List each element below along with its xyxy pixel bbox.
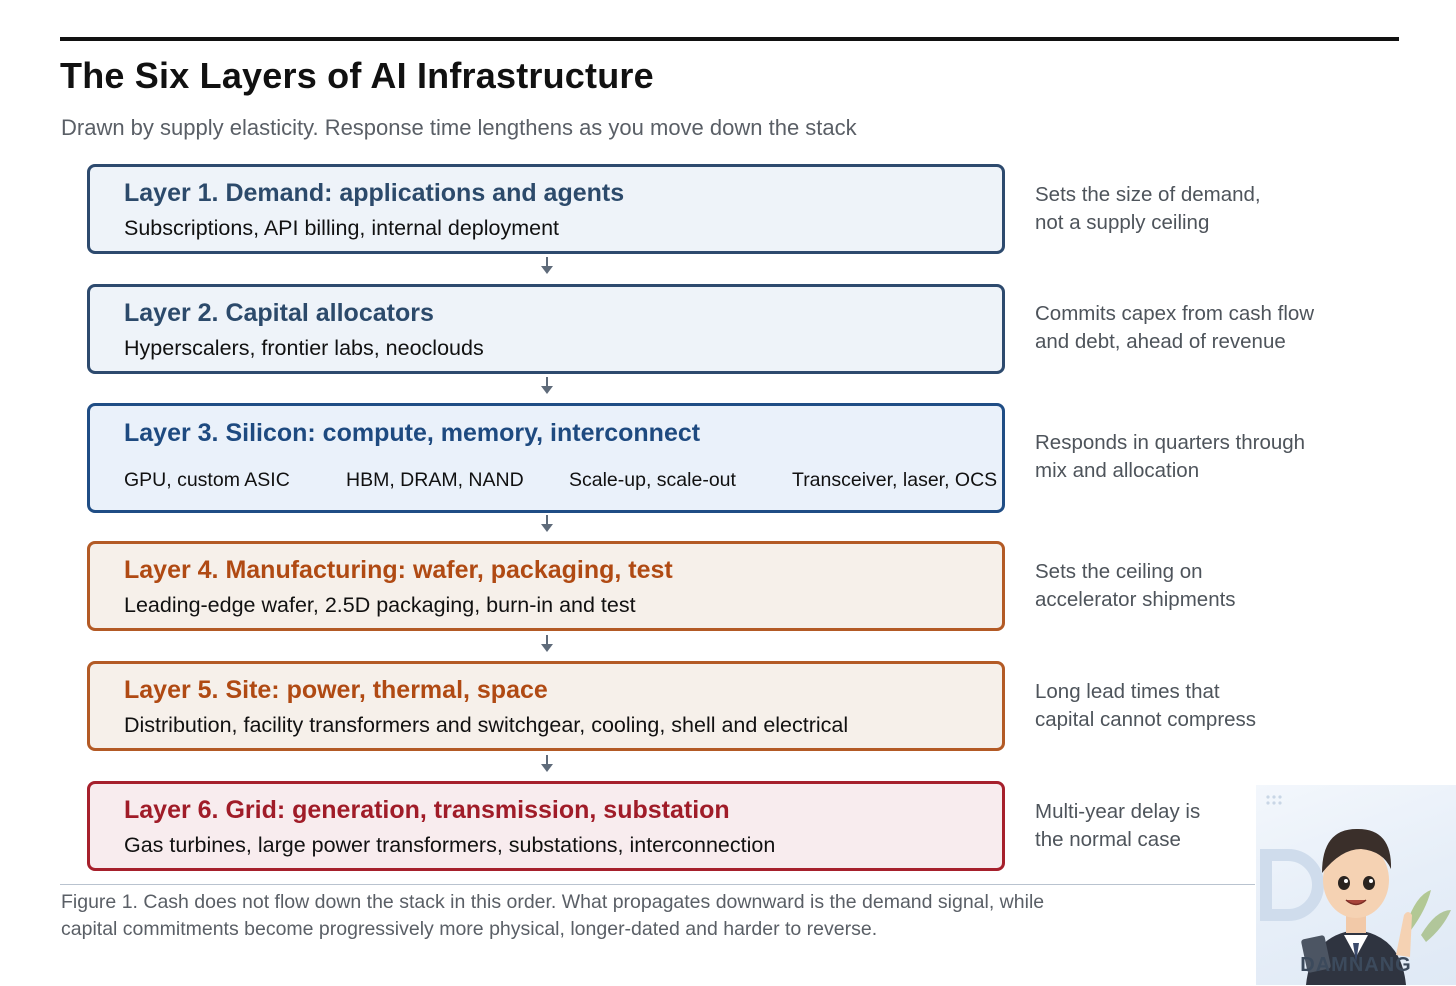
note-line: and debt, ahead of revenue (1035, 330, 1286, 353)
figure-caption: Figure 1. Cash does not flow down the st… (61, 889, 1044, 943)
arrow-down-icon (541, 257, 553, 274)
layer-5-box: Layer 5. Site: power, thermal, space Dis… (87, 661, 1005, 751)
note-line: Sets the size of demand, (1035, 183, 1261, 206)
arrow-down-icon (541, 755, 553, 772)
layer-2-title: Layer 2. Capital allocators (124, 299, 434, 327)
layer-6-note: Multi-year delay is the normal case (1035, 798, 1355, 854)
note-line: accelerator shipments (1035, 588, 1236, 611)
layer-4-note: Sets the ceiling on accelerator shipment… (1035, 558, 1355, 614)
note-line: Long lead times that (1035, 680, 1220, 703)
arrow-down-icon (541, 377, 553, 394)
layer-3-item-optics: Transceiver, laser, OCS (792, 469, 998, 491)
arrow-down-icon (541, 635, 553, 652)
layer-3-box: Layer 3. Silicon: compute, memory, inter… (87, 403, 1005, 513)
layer-2-box: Layer 2. Capital allocators Hyperscalers… (87, 284, 1005, 374)
layer-6-box: Layer 6. Grid: generation, transmission,… (87, 781, 1005, 871)
caption-line: capital commitments become progressively… (61, 918, 878, 940)
layer-4-box: Layer 4. Manufacturing: wafer, packaging… (87, 541, 1005, 631)
mascot-icon (1260, 795, 1451, 985)
layer-1-description: Subscriptions, API billing, internal dep… (124, 216, 560, 240)
layer-1-box: Layer 1. Demand: applications and agents… (87, 164, 1005, 254)
layer-3-item-scale: Scale-up, scale-out (569, 469, 736, 491)
layer-5-description: Distribution, facility transformers and … (124, 713, 849, 737)
layer-3-note: Responds in quarters through mix and all… (1035, 429, 1355, 485)
page-title: The Six Layers of AI Infrastructure (60, 55, 654, 96)
note-line: mix and allocation (1035, 459, 1200, 482)
caption-line: Figure 1. Cash does not flow down the st… (61, 891, 1045, 913)
note-line: the normal case (1035, 828, 1181, 851)
layer-5-note: Long lead times that capital cannot comp… (1035, 678, 1355, 734)
page-subtitle: Drawn by supply elasticity. Response tim… (61, 115, 857, 140)
watermark-text: DAMNANG (1300, 954, 1412, 976)
note-line: Responds in quarters through (1035, 431, 1306, 454)
watermark-logo: DAMNANG (1256, 785, 1456, 985)
note-line: capital cannot compress (1035, 708, 1257, 731)
layer-4-title: Layer 4. Manufacturing: wafer, packaging… (124, 556, 673, 584)
layer-3-item-memory: HBM, DRAM, NAND (346, 469, 524, 491)
layer-6-title: Layer 6. Grid: generation, transmission,… (124, 796, 730, 824)
layer-3-title: Layer 3. Silicon: compute, memory, inter… (124, 419, 701, 447)
layer-2-description: Hyperscalers, frontier labs, neoclouds (124, 336, 484, 360)
note-line: Commits capex from cash flow (1035, 302, 1315, 325)
layer-2-note: Commits capex from cash flow and debt, a… (1035, 300, 1355, 356)
note-line: Multi-year delay is (1035, 800, 1201, 823)
arrow-down-icon (541, 515, 553, 532)
layer-4-description: Leading-edge wafer, 2.5D packaging, burn… (124, 593, 636, 617)
caption-rule (60, 884, 1255, 885)
layer-6-description: Gas turbines, large power transformers, … (124, 833, 776, 857)
layer-5-title: Layer 5. Site: power, thermal, space (124, 676, 548, 704)
layer-1-title: Layer 1. Demand: applications and agents (124, 179, 625, 207)
note-line: not a supply ceiling (1035, 211, 1210, 234)
layer-1-note: Sets the size of demand, not a supply ce… (1035, 181, 1355, 237)
note-line: Sets the ceiling on (1035, 560, 1203, 583)
layer-3-item-compute: GPU, custom ASIC (124, 469, 290, 491)
top-rule (60, 37, 1399, 41)
